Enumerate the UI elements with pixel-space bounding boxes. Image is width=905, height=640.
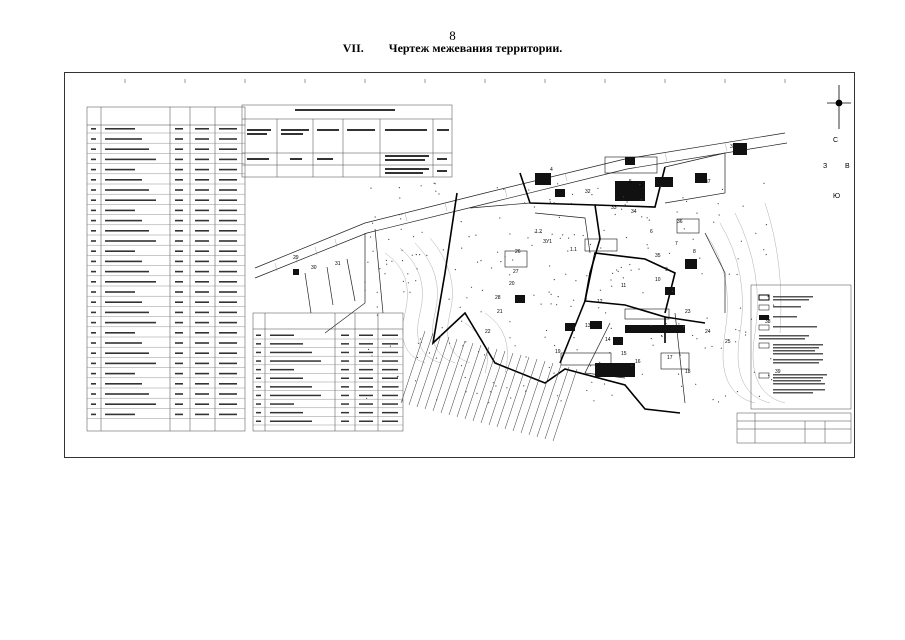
section-heading: VII. Чертеж межевания территории. bbox=[0, 41, 905, 56]
plot-label: 23 bbox=[685, 309, 691, 315]
buildings bbox=[293, 143, 747, 377]
plot-label: 3 bbox=[730, 144, 733, 150]
plot-label: 13 bbox=[585, 323, 591, 329]
frame-ticks bbox=[124, 79, 786, 83]
plot-label: 33 bbox=[611, 205, 617, 211]
plot-label: 9 bbox=[665, 267, 668, 273]
legend-block bbox=[750, 284, 852, 410]
compass-west: З bbox=[823, 163, 828, 170]
title-block bbox=[736, 412, 852, 444]
road-hatching bbox=[274, 142, 728, 272]
plot-label: 11 bbox=[621, 283, 626, 289]
plot-label: 25 bbox=[725, 339, 731, 345]
left-table-text bbox=[91, 128, 237, 416]
plot-label: 24 bbox=[705, 329, 711, 335]
plot-label: 6 bbox=[650, 229, 653, 235]
plot-label: 35 bbox=[655, 253, 661, 259]
plot-label: 21 bbox=[497, 309, 503, 315]
building-outlines bbox=[504, 156, 700, 370]
plot-label: 2 bbox=[640, 183, 643, 189]
plot-label: 32 bbox=[585, 189, 591, 195]
plot-label: 8 bbox=[693, 249, 696, 255]
plot-label: 18 bbox=[685, 369, 691, 375]
plot-label: 15 bbox=[621, 351, 627, 357]
plot-label: 22 bbox=[485, 329, 491, 335]
north-arrow bbox=[827, 85, 851, 129]
plot-label: 19 bbox=[555, 349, 561, 355]
plot-label: ЗУ1 bbox=[543, 239, 552, 245]
parking-strips bbox=[400, 330, 578, 442]
inner-boundaries bbox=[304, 152, 726, 404]
parcel-table-top bbox=[241, 104, 453, 178]
terrain-contours bbox=[384, 202, 786, 404]
bottom-table-text bbox=[256, 334, 398, 422]
compass-east: В bbox=[845, 163, 850, 170]
plot-label: 1.1 bbox=[570, 247, 577, 253]
plot-label: 14 bbox=[605, 337, 611, 343]
plot-label: 31 bbox=[335, 261, 341, 267]
plot-label: 39 bbox=[775, 369, 781, 375]
compass-north: С bbox=[833, 137, 839, 144]
plot-label: 17 bbox=[667, 355, 673, 361]
plot-label: 4 bbox=[550, 167, 553, 173]
plot-label: 29 bbox=[293, 255, 299, 261]
plot-label: 20 bbox=[509, 281, 515, 287]
plot-label: 37 bbox=[705, 179, 711, 185]
page-number: 8 bbox=[449, 28, 456, 43]
parcel-table-bottom bbox=[252, 312, 404, 432]
compass-labels: С З В Ю bbox=[823, 137, 854, 211]
plot-label: 7 bbox=[675, 241, 678, 247]
compass-south: Ю bbox=[833, 193, 841, 200]
plot-label: 38 bbox=[765, 319, 771, 325]
plot-label: 12 bbox=[597, 299, 603, 305]
plot-label: 16 bbox=[635, 359, 641, 365]
plot-label: 1.2 bbox=[535, 229, 542, 235]
parcel-boundaries bbox=[431, 166, 706, 414]
plot-label: 26 bbox=[515, 249, 521, 255]
top-table-text bbox=[247, 109, 449, 174]
land-use-table-left bbox=[86, 106, 246, 432]
plot-label: 30 bbox=[311, 265, 317, 271]
vegetation-dots bbox=[364, 182, 775, 404]
section-title: Чертеж межевания территории. bbox=[388, 41, 563, 55]
survey-drawing: 1.21.1ЗУ12345678910111213141516171819202… bbox=[86, 79, 852, 444]
plot-label: 5 bbox=[629, 179, 632, 185]
plot-label: 27 bbox=[513, 269, 519, 275]
plot-label: 34 bbox=[631, 209, 637, 215]
plot-label: 28 bbox=[495, 295, 501, 301]
plot-label: 36 bbox=[677, 219, 683, 225]
plot-labels: 1.21.1ЗУ12345678910111213141516171819202… bbox=[293, 144, 781, 375]
plot-label: 10 bbox=[655, 277, 661, 283]
bottom-table-rows bbox=[253, 338, 403, 426]
road-band bbox=[254, 132, 788, 334]
section-number: VII. bbox=[342, 41, 364, 55]
left-table-rows bbox=[87, 132, 245, 419]
